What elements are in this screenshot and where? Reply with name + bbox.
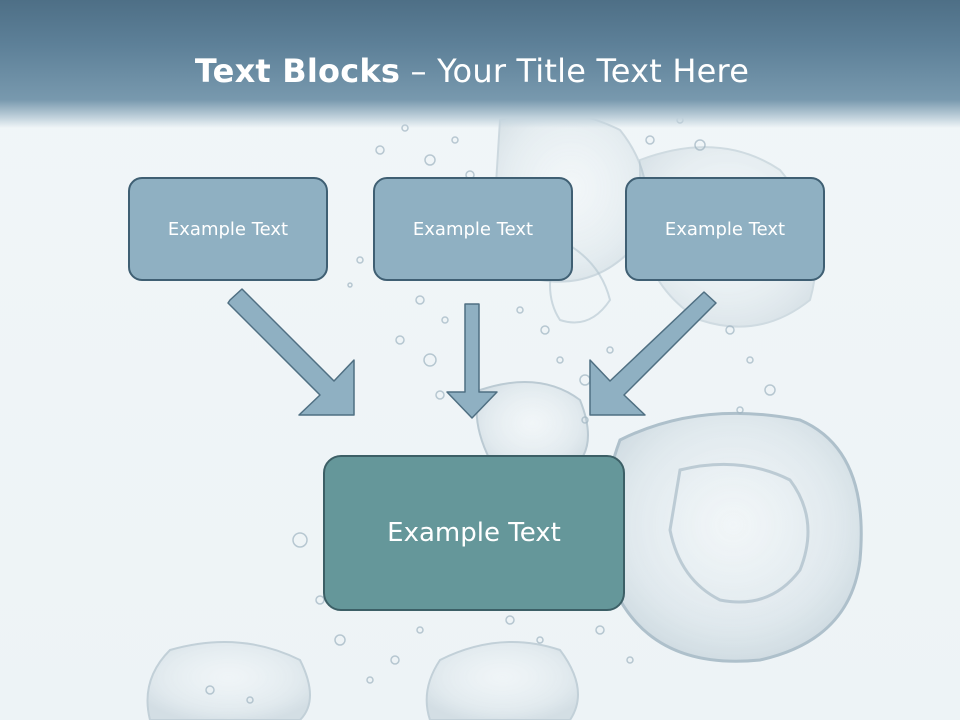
text-block-center[interactable]: Example Text	[373, 177, 573, 281]
ice-cube-shape	[549, 238, 612, 324]
text-block-left[interactable]: Example Text	[128, 177, 328, 281]
ice-cube-shape	[146, 641, 311, 720]
ice-cube-shape	[668, 462, 810, 604]
ice-cube-shape	[425, 641, 579, 720]
text-block-label: Example Text	[167, 218, 289, 240]
text-block-right[interactable]: Example Text	[625, 177, 825, 281]
slide-title: Text Blocks – Your Title Text Here	[0, 52, 944, 90]
title-bold: Text Blocks	[194, 52, 401, 90]
ice-cube-shape	[603, 411, 863, 663]
target-text-label: Example Text	[387, 518, 561, 548]
text-block-label: Example Text	[664, 218, 786, 240]
title-light: Your Title Text Here	[437, 52, 750, 90]
text-block-label: Example Text	[412, 218, 534, 240]
title-band	[0, 0, 960, 128]
title-dash: –	[400, 52, 438, 90]
target-text-block[interactable]: Example Text	[323, 455, 625, 611]
